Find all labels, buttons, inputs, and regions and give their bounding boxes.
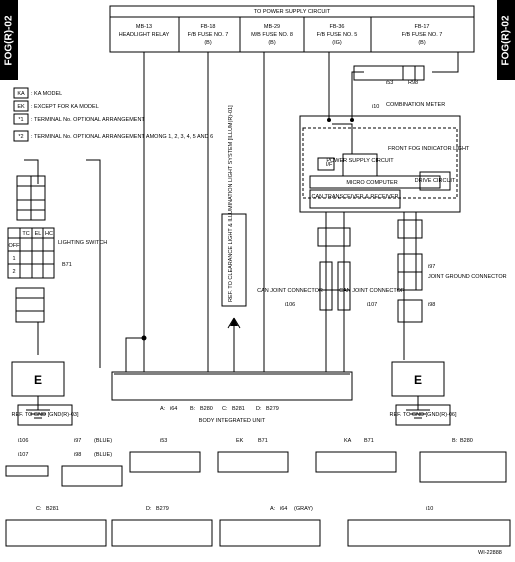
svg-text:TC: TC bbox=[22, 231, 29, 237]
ground-left-ref: REF. TO GND [GND(R)-03] bbox=[11, 412, 78, 418]
svg-text:EL: EL bbox=[35, 231, 42, 237]
lighting-switch-box bbox=[7, 227, 55, 279]
meter-can: CAN TRANSCEIVER & RECEIVER bbox=[311, 194, 398, 200]
figure-id: WI-22888 bbox=[478, 550, 502, 556]
legend-text-2: : EXCEPT FOR KA MODEL bbox=[31, 104, 99, 110]
cell-3-text: M/B FUSE NO. 8 bbox=[251, 32, 293, 38]
legend-text-4: : TERMINAL No. OPTIONAL ARRANGEMENT AMON… bbox=[31, 134, 213, 140]
joint-code-2: i98 bbox=[428, 302, 435, 308]
cell-3-code: MB-29 bbox=[264, 24, 280, 30]
resistor-codeb: R98 bbox=[408, 80, 418, 86]
cell-2-sub: (B) bbox=[204, 40, 212, 46]
svg-text:i107: i107 bbox=[18, 452, 28, 458]
svg-text:B280: B280 bbox=[200, 406, 213, 412]
can-left-title: CAN JOINT CONNECTOR bbox=[257, 288, 323, 294]
cell-2-text: F/B FUSE NO. 7 bbox=[188, 32, 229, 38]
svg-text:B281: B281 bbox=[232, 406, 245, 412]
svg-text:C:: C: bbox=[222, 406, 228, 412]
cell-5-code: FB-17 bbox=[415, 24, 430, 30]
switch-connector: B71 bbox=[62, 262, 72, 268]
meter-power: POWER SUPPLY CIRCUIT bbox=[326, 158, 394, 164]
switch-ka-connector bbox=[15, 287, 45, 323]
svg-text:B280: B280 bbox=[460, 438, 473, 444]
svg-text:D:: D: bbox=[146, 506, 152, 512]
body-integrated-unit bbox=[111, 371, 353, 401]
svg-text:i106: i106 bbox=[18, 438, 28, 444]
power-supply-box bbox=[109, 5, 475, 53]
ref-gnd-right bbox=[395, 404, 451, 426]
svg-text:(BLUE): (BLUE) bbox=[94, 438, 112, 444]
legend-text-1: : KA MODEL bbox=[31, 91, 62, 97]
switch-label: LIGHTING SWITCH bbox=[58, 240, 107, 246]
meter-drive: DRIVE CIRCUIT bbox=[415, 178, 456, 184]
svg-text:1: 1 bbox=[12, 256, 15, 262]
svg-text:C:: C: bbox=[36, 506, 42, 512]
cell-5-text: F/B FUSE NO. 7 bbox=[402, 32, 443, 38]
svg-text:(GRAY): (GRAY) bbox=[294, 506, 313, 512]
can-right-title: CAN JOINT CONNECTOR bbox=[339, 288, 405, 294]
joint-title: JOINT GROUND CONNECTOR bbox=[428, 274, 507, 280]
svg-text:i64: i64 bbox=[170, 406, 177, 412]
cell-5-sub: (B) bbox=[418, 40, 426, 46]
svg-text:B:: B: bbox=[190, 406, 196, 412]
cell-1-text: HEADLIGHT RELAY bbox=[119, 32, 170, 38]
meter-micro: MICRO COMPUTER bbox=[346, 180, 397, 186]
svg-text:i10: i10 bbox=[426, 506, 433, 512]
svg-text:B281: B281 bbox=[46, 506, 59, 512]
svg-text:D:: D: bbox=[256, 406, 262, 412]
cell-4-text: F/B FUSE NO. 5 bbox=[317, 32, 358, 38]
svg-text:HC: HC bbox=[45, 231, 53, 237]
cell-3-sub: (B) bbox=[268, 40, 276, 46]
cell-2-code: FB-18 bbox=[201, 24, 216, 30]
power-supply-title: TO POWER SUPPLY CIRCUIT bbox=[254, 9, 331, 15]
legend-key-2: EK bbox=[17, 104, 25, 110]
ref-gnd-left bbox=[17, 404, 73, 426]
combination-meter bbox=[299, 115, 461, 213]
meter-if: I/F bbox=[326, 162, 333, 168]
joint-code-1: i97 bbox=[428, 264, 435, 270]
svg-text:A:: A: bbox=[160, 406, 166, 412]
legend-key-4: *2 bbox=[18, 134, 23, 140]
cell-4-code: FB-36 bbox=[330, 24, 345, 30]
ref-illum-box bbox=[221, 213, 247, 307]
svg-text:2: 2 bbox=[12, 269, 15, 275]
side-title-left: FOG(R)-02 bbox=[0, 0, 18, 80]
biu-title: BODY INTEGRATED UNIT bbox=[199, 418, 266, 424]
svg-text:OFF: OFF bbox=[9, 243, 21, 249]
ground-right-label: E bbox=[414, 373, 422, 387]
cell-1-code: MB-13 bbox=[136, 24, 152, 30]
legend-key-3: *1 bbox=[18, 117, 23, 123]
legend-text-3: : TERMINAL No. OPTIONAL ARRANGEMENT bbox=[31, 117, 145, 123]
legend-key-1: KA bbox=[17, 91, 25, 97]
svg-text:i97: i97 bbox=[74, 438, 81, 444]
svg-text:i64: i64 bbox=[280, 506, 287, 512]
side-title-right: FOG(R)-02 bbox=[497, 0, 515, 80]
svg-text:i53: i53 bbox=[160, 438, 167, 444]
svg-text:i98: i98 bbox=[74, 452, 81, 458]
svg-text:KA: KA bbox=[344, 438, 352, 444]
can-left-code: i106 bbox=[285, 302, 295, 308]
ground-right-ref: REF. TO GND [GND(R)-06] bbox=[389, 412, 456, 418]
svg-text:B279: B279 bbox=[156, 506, 169, 512]
meter-fog: FRONT FOG INDICATOR LIGHT bbox=[388, 146, 470, 152]
svg-text:EK: EK bbox=[236, 438, 244, 444]
svg-text:B:: B: bbox=[452, 438, 458, 444]
ref-illum-text: REF. TO CLEARANCE LIGHT & ILLUMINATION L… bbox=[228, 105, 234, 302]
meter-code: i10 bbox=[372, 104, 379, 110]
svg-text:B71: B71 bbox=[258, 438, 268, 444]
resistor-box bbox=[353, 65, 425, 81]
svg-text:A:: A: bbox=[270, 506, 276, 512]
cell-4-sub: (IG) bbox=[332, 40, 342, 46]
svg-text:B279: B279 bbox=[266, 406, 279, 412]
ground-left-label: E bbox=[34, 373, 42, 387]
svg-text:B71: B71 bbox=[364, 438, 374, 444]
svg-text:(BLUE): (BLUE) bbox=[94, 452, 112, 458]
resistor-code: i53 bbox=[386, 80, 393, 86]
meter-title: COMBINATION METER bbox=[386, 102, 445, 108]
can-right-code: i107 bbox=[367, 302, 377, 308]
